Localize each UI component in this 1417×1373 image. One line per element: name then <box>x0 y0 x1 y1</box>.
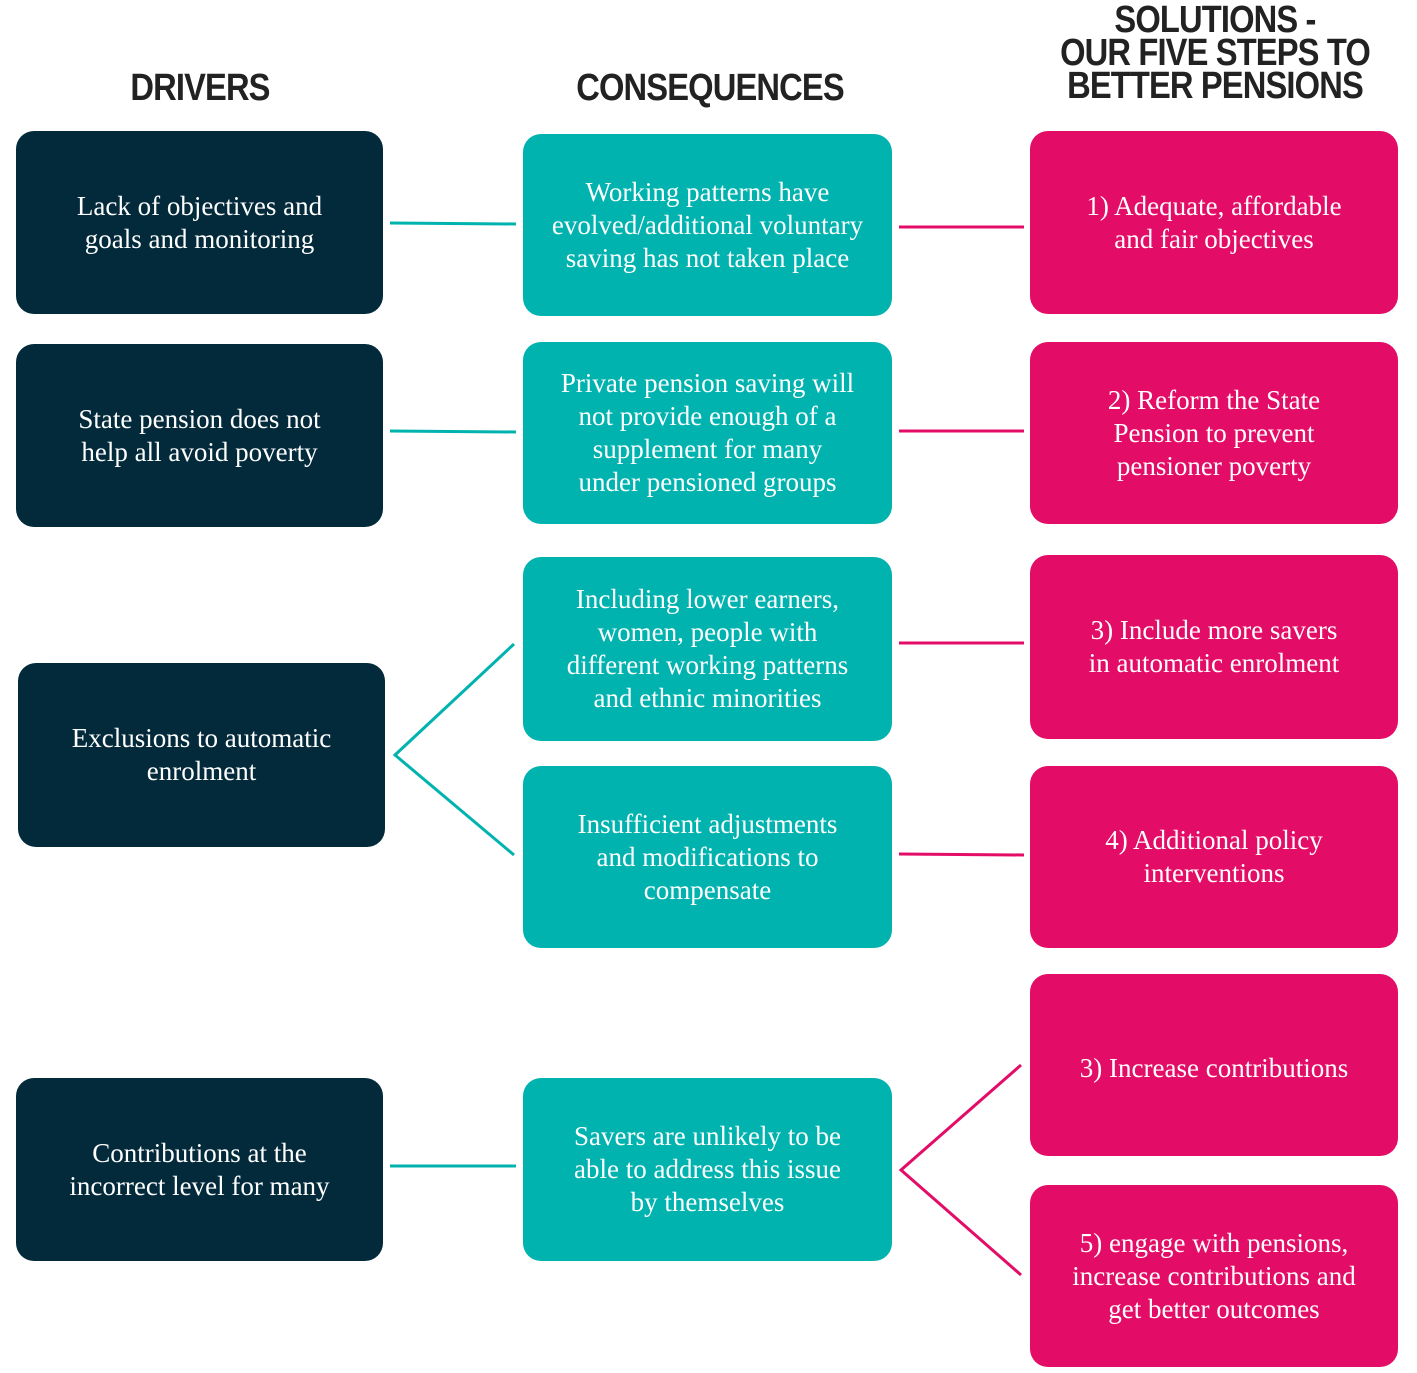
solutions-heading-line1: SOLUTIONS - <box>1114 0 1316 41</box>
consequence-box-3: Including lower earners, women, people w… <box>523 557 892 741</box>
solution-6-line1: 5) engage with pensions, <box>1079 1227 1349 1258</box>
solution-3-line1: 3) Include more savers <box>1090 615 1338 645</box>
solution-4-line1: 4) Additional policy <box>1105 825 1323 855</box>
connector-consequence4-solution4 <box>898 852 1025 857</box>
solution-6-line3: get better outcomes <box>1108 1293 1320 1324</box>
consequence-2-line1: Private pension saving will <box>560 368 855 398</box>
driver-2-line2: help all avoid poverty <box>81 436 318 467</box>
consequence-4-line2: and modifications to <box>596 841 819 872</box>
solution-box-1: 1) Adequate, affordable and fair objecti… <box>1030 131 1398 314</box>
driver-3-line1: Exclusions to automatic <box>71 723 332 753</box>
consequence-2-line2: not provide enough of a <box>578 401 837 431</box>
consequence-box-1: Working patterns have evolved/additional… <box>523 134 892 316</box>
consequence-1-line1: Working patterns have <box>585 176 830 207</box>
connector-consequence5-solutions5-6 <box>898 1063 1022 1277</box>
solution-6-line2: increase contributions and <box>1072 1260 1356 1291</box>
driver-1-line2: goals and monitoring <box>84 223 315 254</box>
consequence-1-line3: saving has not taken place <box>565 242 850 273</box>
solutions-heading-line2: OUR FIVE STEPS TO <box>1060 32 1371 74</box>
solution-box-3: 3) Include more savers in automatic enro… <box>1030 555 1398 739</box>
solution-box-6: 5) engage with pensions, increase contri… <box>1030 1185 1398 1367</box>
consequence-box-5: Savers are unlikely to be able to addres… <box>523 1078 892 1261</box>
consequence-3-line4: and ethnic minorities <box>593 683 822 713</box>
solution-box-2: 2) Reform the State Pension to prevent p… <box>1030 342 1398 524</box>
consequence-1-line2: evolved/additional voluntary <box>551 209 864 240</box>
drivers-heading: DRIVERS <box>45 67 355 109</box>
driver-1-line1: Lack of objectives and <box>76 190 323 221</box>
consequence-5-line2: able to address this issue <box>574 1154 841 1184</box>
solution-box-5: 3) Increase contributions <box>1030 974 1398 1156</box>
solution-box-4: 4) Additional policy interventions <box>1030 766 1398 948</box>
solution-2-line3: pensioner poverty <box>1116 450 1312 481</box>
driver-box-1: Lack of objectives and goals and monitor… <box>16 131 383 314</box>
solution-3-line2: in automatic enrolment <box>1088 648 1340 678</box>
solutions-heading: SOLUTIONS - OUR FIVE STEPS TO BETTER PEN… <box>1047 0 1382 107</box>
solution-2-line2: Pension to prevent <box>1113 417 1315 448</box>
driver-3-line2: enrolment <box>146 756 257 786</box>
connector-driver3-consequences3-4 <box>392 642 516 857</box>
consequence-box-4: Insufficient adjustments and modificatio… <box>523 766 892 948</box>
connector-driver2-consequence2 <box>389 429 517 434</box>
consequence-5-line3: by themselves <box>630 1187 785 1217</box>
connector-driver1-consequence1 <box>389 221 517 226</box>
solution-1-line1: 1) Adequate, affordable <box>1086 190 1342 221</box>
driver-4-line1: Contributions at the <box>92 1137 307 1168</box>
consequences-heading: CONSEQUENCES <box>538 67 882 109</box>
consequence-4-line1: Insufficient adjustments <box>577 808 838 839</box>
solution-2-line1: 2) Reform the State <box>1107 384 1321 415</box>
consequence-4-line3: compensate <box>643 874 772 905</box>
consequence-2-line3: supplement for many <box>592 434 823 464</box>
driver-4-line2: incorrect level for many <box>69 1170 330 1201</box>
consequence-3-line1: Including lower earners, <box>575 584 840 614</box>
solutions-heading-line3: BETTER PENSIONS <box>1067 65 1364 107</box>
consequence-5-line1: Savers are unlikely to be <box>574 1121 841 1151</box>
consequence-3-line3: different working patterns <box>566 650 849 680</box>
solution-1-line2: and fair objectives <box>1114 223 1314 254</box>
consequence-box-2: Private pension saving will not provide … <box>523 342 892 524</box>
consequence-3-line2: women, people with <box>597 617 818 647</box>
driver-box-4: Contributions at the incorrect level for… <box>16 1078 383 1261</box>
driver-box-2: State pension does not help all avoid po… <box>16 344 383 527</box>
drivers-heading-text: DRIVERS <box>130 67 270 109</box>
driver-box-3: Exclusions to automatic enrolment <box>18 663 385 847</box>
consequences-heading-text: CONSEQUENCES <box>576 67 844 109</box>
consequence-2-line4: under pensioned groups <box>578 467 837 497</box>
driver-2-line1: State pension does not <box>78 403 321 434</box>
solution-4-line2: interventions <box>1143 858 1285 888</box>
solution-5-line1: 3) Increase contributions <box>1079 1053 1349 1083</box>
